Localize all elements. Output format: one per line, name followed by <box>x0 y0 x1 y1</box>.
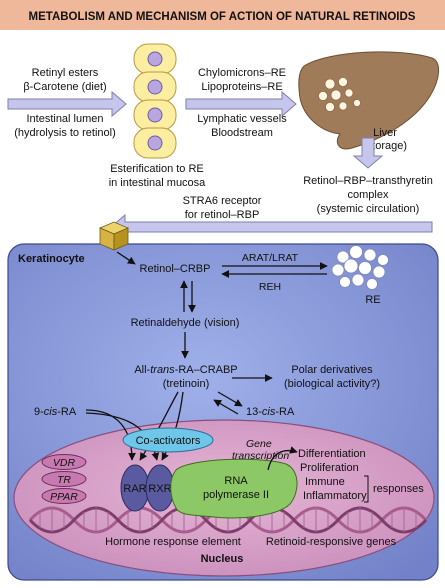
13-cis-ra: 13-cis-RA <box>246 406 295 418</box>
diet-line-2: β-Carotene (diet) <box>23 81 106 93</box>
liver <box>298 51 439 150</box>
gene-line-1: Gene <box>246 438 272 450</box>
response-inflammatory: Inflammatory <box>303 490 367 502</box>
9-cis-ra: 9-cis-RA <box>34 406 77 418</box>
figure-title: METABOLISM AND MECHANISM OF ACTION OF NA… <box>29 11 416 23</box>
transport-line-4: Bloodstream <box>211 127 273 139</box>
rxr-label: RXR <box>148 483 171 495</box>
rna-line-1: RNA <box>224 475 248 487</box>
polar-line-1: Polar derivatives <box>291 364 373 376</box>
atra-rar-arrow <box>139 391 179 461</box>
re-label: RE <box>365 294 380 306</box>
polar-line-2: (biological activity?) <box>284 378 380 390</box>
stra6-line-1: STRA6 receptor <box>183 195 262 207</box>
circulation-arrow <box>352 137 384 169</box>
tr-label: TR <box>57 474 71 486</box>
arat-label: ARAT/LRAT <box>242 252 299 264</box>
diet-line-3: Intestinal lumen <box>26 113 103 125</box>
hormone-response-element: Hormone response element <box>105 536 241 548</box>
intestinal-cells <box>133 43 177 159</box>
stra6-receptor <box>98 221 130 251</box>
transport-line-3: Lymphatic vessels <box>197 113 287 125</box>
transport-arrow <box>185 90 297 118</box>
stra6-line-2: for retinol–RBP <box>185 209 260 221</box>
transcription-arrow <box>267 446 298 471</box>
esterification-line-2: in intestinal mucosa <box>109 177 206 189</box>
transport-line-1: Chylomicrons–RE <box>198 67 286 79</box>
reh-label: REH <box>259 281 281 293</box>
other-receptors <box>41 454 87 504</box>
retinaldehyde: Retinaldehyde (vision) <box>131 317 240 329</box>
retinoid-responsive-genes: Retinoid-responsive genes <box>266 536 397 548</box>
retinol-crbp: Retinol–CRBP <box>140 263 211 275</box>
nucleus-label: Nucleus <box>201 553 244 565</box>
tretinoin: (tretinoin) <box>163 378 209 390</box>
cis13-forward-arrow <box>217 391 243 407</box>
response-differentiation: Differentiation <box>298 448 366 460</box>
coactivators-label: Co-activators <box>136 435 201 447</box>
response-immune: Immune <box>305 476 345 488</box>
rna-polymerase <box>170 458 298 519</box>
header-bar <box>0 0 445 30</box>
vdr-label: VDR <box>53 457 76 469</box>
rbp-line-2: complex <box>348 189 389 201</box>
uptake-line <box>116 251 136 265</box>
rbp-line-3: (systemic circulation) <box>317 203 420 215</box>
rna-line-2: polymerase II <box>203 489 269 501</box>
keratinocyte-label: Keratinocyte <box>18 253 85 265</box>
esterification-line-1: Esterification to RE <box>110 163 204 175</box>
retinyl-ester-droplets <box>331 245 389 290</box>
absorption-arrow <box>7 90 127 118</box>
ppar-label: PPAR <box>50 491 78 503</box>
atra-rxr-arrow <box>161 391 184 461</box>
cis9-rar-arrow <box>85 409 136 461</box>
response-proliferation: Proliferation <box>300 462 359 474</box>
cis13-back-arrow <box>213 399 239 415</box>
response-bracket <box>364 475 369 503</box>
rbp-line-1: Retinol–RBP–transthyretin <box>303 175 433 187</box>
diet-line-1: Retinyl esters <box>32 67 99 79</box>
diet-line-4: (hydrolysis to retinol) <box>14 127 115 139</box>
liver-label: Liver <box>373 127 397 139</box>
all-trans-ra: All-trans-RA–CRABP <box>134 364 237 376</box>
responses-label: responses <box>373 483 424 495</box>
rar-label: RAR <box>123 483 146 495</box>
coactivators-ellipse <box>122 427 214 453</box>
uptake-arrow <box>110 213 433 241</box>
transport-line-2: Lipoproteins–RE <box>201 81 282 93</box>
